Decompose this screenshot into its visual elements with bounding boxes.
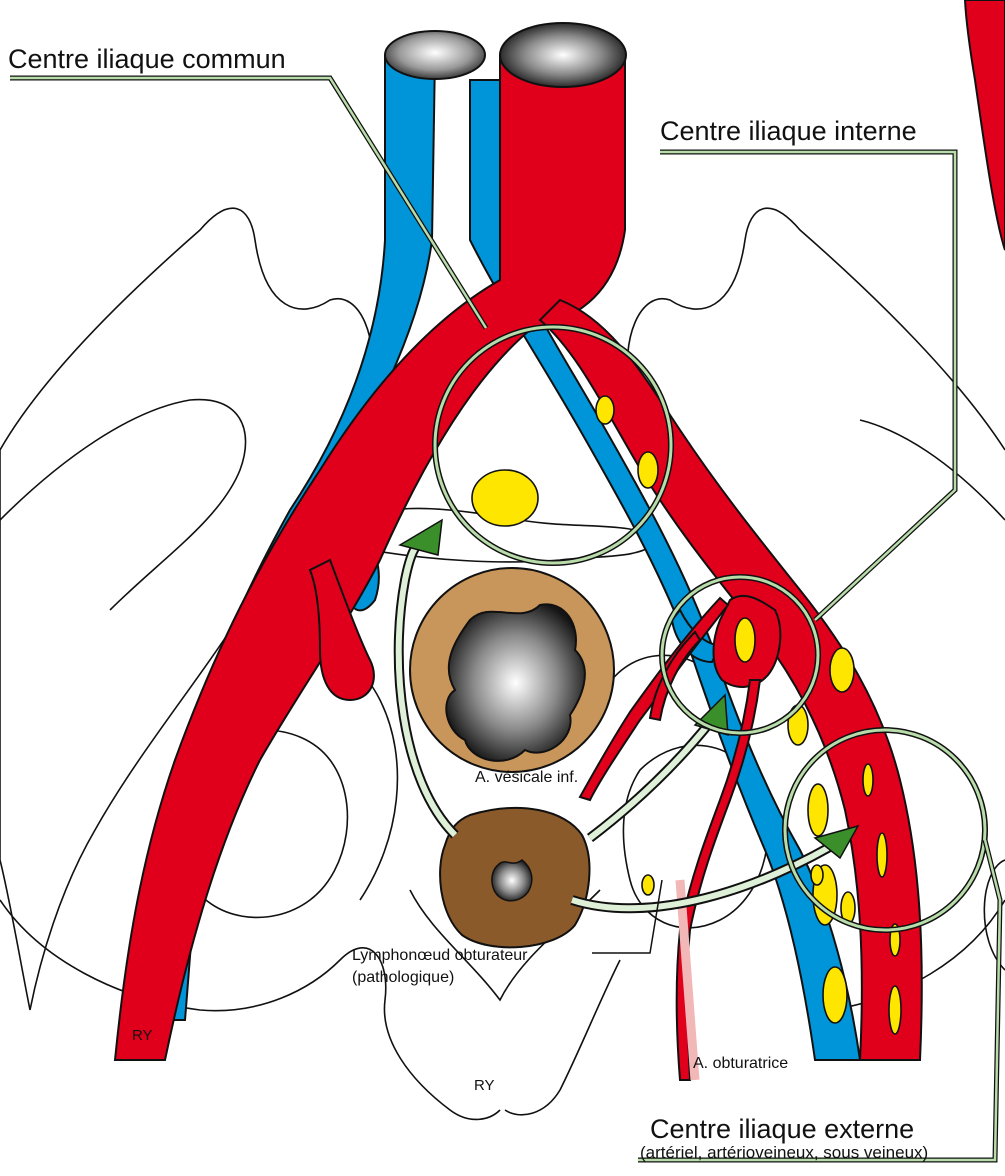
arrow-head xyxy=(400,520,442,555)
label-internal-iliac-center: Centre iliaque interne xyxy=(660,116,917,146)
lymph-node xyxy=(472,470,538,526)
left-pelvis-inner xyxy=(0,400,246,610)
lymph-node xyxy=(642,875,654,895)
label-external-iliac-sub: (artériel, artérioveineux, sous veineux) xyxy=(640,1143,928,1162)
initials-left: RY xyxy=(132,1027,153,1044)
lymph-node xyxy=(877,833,887,877)
lymph-node xyxy=(735,618,755,662)
right-pelvis-inner xyxy=(860,420,1005,520)
lymph-node xyxy=(808,784,828,836)
lymph-node xyxy=(889,986,901,1034)
left-ischium xyxy=(0,900,500,1119)
top-right-artery-fragment xyxy=(965,0,1005,250)
aorta-lumen xyxy=(500,23,626,87)
lymph-node xyxy=(811,865,823,885)
label-common-iliac-center: Centre iliaque commun xyxy=(8,44,286,74)
right-iliac-wing xyxy=(627,208,1005,600)
lymph-node xyxy=(863,764,873,796)
label-external-iliac-center: Centre iliaque externe xyxy=(650,1114,914,1144)
label-obturator-artery: A. obturatrice xyxy=(693,1055,788,1072)
label-inferior-vesical-artery: A. vésicale inf. xyxy=(475,769,578,786)
pathologic-obturator-node xyxy=(440,808,589,947)
label-obturator-node-line1: Lymphonœud obturateur xyxy=(352,947,528,964)
lymph-node xyxy=(638,452,658,488)
vein-lumen xyxy=(385,31,485,79)
label-obturator-node-line2: (pathologique) xyxy=(352,969,454,986)
lymph-node xyxy=(596,396,614,424)
lymph-node xyxy=(830,648,854,692)
initials-center: RY xyxy=(474,1077,495,1094)
bladder-cross-section xyxy=(410,568,614,772)
right-ischium xyxy=(505,900,1005,1115)
lymph-node xyxy=(823,967,847,1023)
